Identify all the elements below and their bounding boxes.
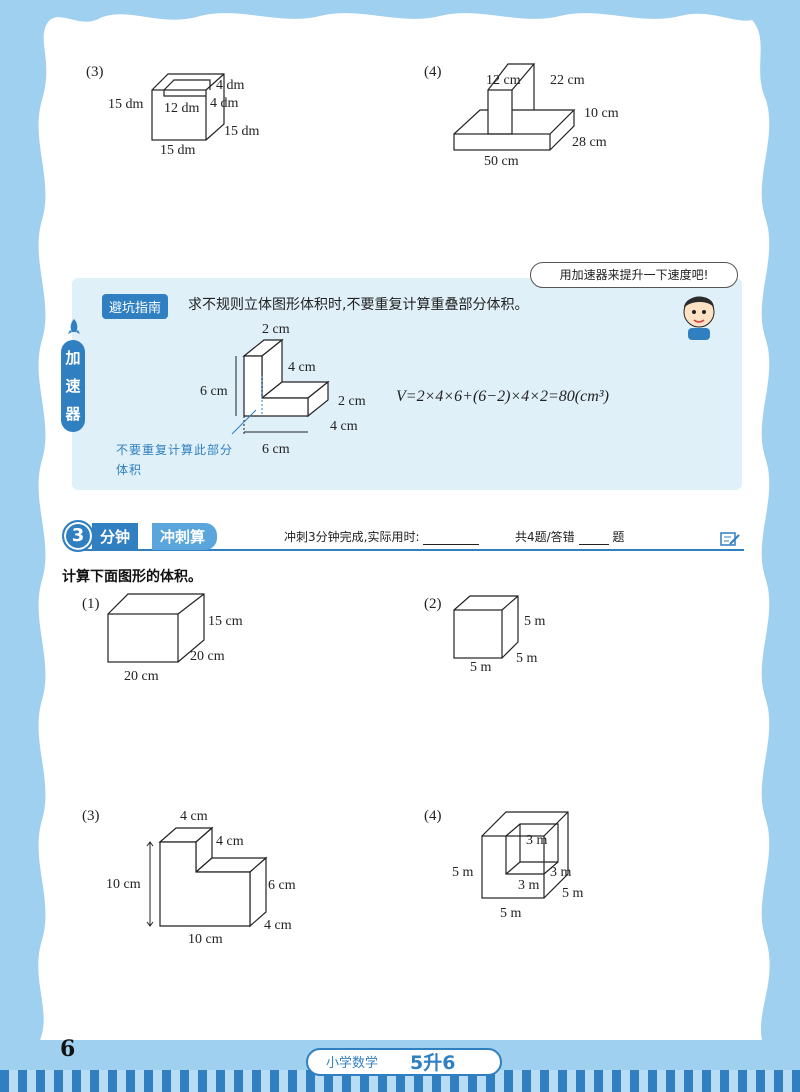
l-shape-example-figure — [231, 338, 330, 435]
footer-badge — [306, 1048, 502, 1076]
pencil-note-icon — [720, 532, 740, 546]
question-number: (3) — [86, 64, 104, 80]
question-number: (4) — [424, 808, 442, 824]
question-number: (4) — [424, 64, 442, 80]
cube-with-notch-figure — [151, 73, 225, 141]
t-shape-figure — [453, 63, 576, 151]
dim-label: 28 cm — [572, 135, 607, 150]
tip-text: 求不规则立体图形体积时,不要重复计算重叠部分体积。 — [188, 297, 529, 313]
dim-label: 50 cm — [484, 154, 519, 169]
dim-label: 6 cm — [262, 442, 290, 457]
dim-label: 4 cm — [288, 360, 316, 375]
dim-label: 6 cm — [200, 384, 228, 399]
dim-label: 5 m — [470, 660, 492, 675]
dim-label: 5 m — [562, 886, 584, 901]
dim-label: 4 cm — [330, 419, 358, 434]
tip-note: 不要重复计算此部分体积 — [116, 443, 234, 477]
dim-label: 2 cm — [338, 394, 366, 409]
footer-grade: 5升6 — [410, 1052, 456, 1074]
boy-avatar — [683, 296, 715, 340]
cube-with-cutout-figure — [481, 811, 569, 899]
l-shape-figure — [146, 826, 268, 928]
dim-label: 12 dm — [164, 101, 200, 116]
wrong-count-blank[interactable] — [578, 544, 609, 545]
footer-subject: 小学数学 — [326, 1056, 379, 1071]
dim-label: 15 dm — [224, 124, 260, 139]
dim-label: 4 cm — [216, 834, 244, 849]
dim-label: 4 cm — [180, 809, 208, 824]
instruction: 计算下面图形的体积。 — [62, 569, 202, 585]
cube-figure — [453, 595, 519, 659]
dim-label: 22 cm — [550, 73, 585, 88]
rocket-icon — [68, 319, 80, 334]
dim-label: 10 cm — [188, 932, 223, 947]
dim-label: 10 cm — [106, 877, 141, 892]
question-number: (2) — [424, 596, 442, 612]
timing-info: 冲刺3分钟完成,实际用时: 共4题/答错 题 — [284, 530, 625, 545]
dim-label: 3 m — [526, 833, 548, 848]
question-number: (3) — [82, 808, 100, 824]
dim-label: 6 cm — [268, 878, 296, 893]
dim-label: 2 cm — [262, 322, 290, 337]
dim-label: 5 m — [500, 906, 522, 921]
dim-label: 10 cm — [584, 106, 619, 121]
volume-formula: V=2×4×6+(6−2)×4×2=80(cm³) — [396, 388, 609, 405]
dim-label: 5 m — [452, 865, 474, 880]
dim-label: 15 cm — [208, 614, 243, 629]
section-title-a: 分钟 — [92, 523, 139, 550]
accelerator-badge: 加 速 器 — [61, 340, 85, 432]
page-number: 6 — [60, 1036, 76, 1062]
dim-label: 5 m — [524, 614, 546, 629]
dim-label: 3 m — [550, 865, 572, 880]
time-blank[interactable] — [423, 544, 480, 545]
dim-label: 4 cm — [264, 918, 292, 933]
question-number: (1) — [82, 596, 100, 612]
cuboid-figure — [107, 593, 205, 663]
section-number: 3 — [62, 520, 94, 552]
dim-label: 12 cm — [486, 73, 521, 88]
dim-label: 15 dm — [108, 97, 144, 112]
dim-label: 5 m — [516, 651, 538, 666]
dim-label: 4 dm — [216, 78, 245, 93]
dim-label: 20 cm — [190, 649, 225, 664]
dim-label: 3 m — [518, 878, 540, 893]
tip-tag: 避坑指南 — [102, 294, 169, 319]
section-title-b: 冲刺算 — [152, 523, 218, 550]
dim-label: 15 dm — [160, 143, 196, 158]
dim-label: 4 dm — [210, 96, 239, 111]
speech-bubble: 用加速器来提升一下速度吧! — [530, 262, 738, 288]
tip-panel — [72, 278, 742, 490]
section-underline — [72, 549, 744, 551]
dim-label: 20 cm — [124, 669, 159, 684]
